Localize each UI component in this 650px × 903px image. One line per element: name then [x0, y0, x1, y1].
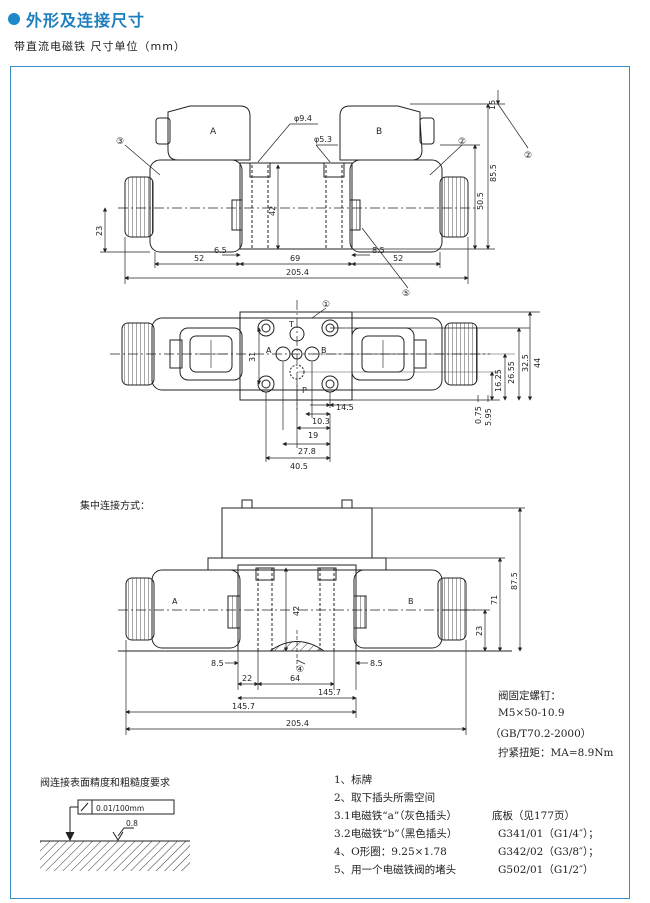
dim-phi5-3: φ5.3: [314, 135, 332, 144]
dim-phi9-4: φ9.4: [294, 114, 312, 123]
knurl-right: [439, 176, 469, 238]
top-view: A B ③ ② ② ⑤ φ9.4 φ5.3 52 69 52 205.4 6.5…: [95, 90, 532, 299]
central-connection-label: 集中连接方式：: [80, 499, 150, 512]
port-t-label: T: [288, 320, 294, 329]
dim-23: 23: [95, 226, 104, 236]
port-p-label: P: [302, 386, 307, 395]
dim-52-right: 52: [393, 254, 403, 263]
roughness-value: 0.8: [126, 819, 138, 828]
dim-central-205-4: 205.4: [286, 719, 309, 728]
legend-item-3-2: 3.2电磁铁“b”（黑色插头）: [334, 828, 458, 840]
port-a-label: A: [266, 346, 272, 355]
bolt-standard: （GB/T70.2-2000）: [490, 728, 592, 740]
dim-5-95: 5.95: [484, 408, 493, 426]
section-header: 外形及连接尺寸: [8, 6, 145, 32]
legend-item-5: 5、用一个电磁铁阀的堵头: [334, 864, 457, 876]
bullet-icon: [8, 13, 20, 25]
legend-item-2: 2、取下插头所需空间: [334, 792, 436, 804]
knurl-left: [124, 176, 154, 238]
page-subtitle: 带直流电磁铁 尺寸单位（mm）: [14, 40, 186, 53]
flatness-value: 0.01/100mm: [96, 804, 144, 813]
callout-2: ②: [524, 151, 532, 161]
callout-5: ⑤: [402, 289, 410, 299]
dim-87-5: 87.5: [510, 572, 519, 590]
bolt-spec: M5×50-10.9: [498, 707, 565, 719]
page-title: 外形及连接尺寸: [26, 11, 146, 30]
dim-42: 42: [268, 206, 277, 216]
solenoid-body-left: [149, 159, 243, 253]
dim-10-3: 10.3: [312, 417, 330, 426]
dim-central-8-5-right: 8.5: [370, 659, 383, 668]
subplate-2: G342/02（G3/8″）；: [498, 846, 599, 858]
bolt-title: 阀固定螺钉：: [498, 690, 561, 702]
dim-31: 31: [248, 352, 257, 362]
dim-central-42: 42: [292, 606, 301, 616]
dim-205-4: 205.4: [286, 268, 309, 277]
dim-26-55: 26.55: [507, 361, 516, 384]
dim-0-75: 0.75: [474, 406, 483, 424]
dim-14-5: 14.5: [336, 403, 354, 412]
dim-50-5: 50.5: [476, 192, 485, 210]
central-view: 集中连接方式： A B ④ 42 87.5 71 23 8.5 8.5 22 6…: [80, 499, 525, 735]
subplate-1: G341/01（G1/4″）；: [498, 828, 599, 840]
dim-85-5: 85.5: [489, 164, 498, 182]
subplate-3: G502/01（G1/2″）: [498, 864, 594, 876]
solenoid-a-label: A: [210, 127, 217, 137]
dim-22: 22: [242, 674, 252, 683]
port-b-label: B: [321, 346, 327, 355]
dim-64: 64: [290, 674, 300, 683]
central-solenoid-a: A: [172, 597, 178, 606]
central-solenoid-b: B: [408, 597, 414, 606]
dim-central-23: 23: [475, 626, 484, 636]
valve-body: [239, 162, 353, 250]
dim-15: 15: [488, 100, 497, 110]
dim-71: 71: [490, 595, 499, 605]
dim-16-25: 16.25: [494, 369, 503, 392]
dim-6-5: 6.5: [214, 246, 227, 255]
dim-8-5: 8.5: [372, 246, 385, 255]
surface-requirement: 0.01/100mm 0.8: [40, 799, 190, 871]
dim-19: 19: [308, 431, 318, 440]
mounting-face: [239, 311, 353, 401]
dim-central-8-5-left: 8.5: [211, 659, 224, 668]
callout-3: ③: [116, 137, 124, 147]
drawing-frame: [10, 66, 630, 899]
callout-2-right: ②: [458, 137, 466, 147]
solenoid-body-right: [349, 159, 443, 253]
callout-4: ④: [296, 665, 304, 675]
plug-a: [167, 105, 251, 161]
bolt-torque: 拧紧扭矩：MA=8.9Nm: [498, 747, 614, 759]
legend-item-1: 1、标牌: [334, 774, 373, 786]
dim-69: 69: [290, 254, 300, 263]
solenoid-b-label: B: [376, 127, 382, 137]
dim-40-5: 40.5: [290, 462, 308, 471]
dim-145-7-a: 145.7: [318, 688, 341, 697]
dim-27-8: 27.8: [298, 447, 316, 456]
legend-item-3-1: 3.1电磁铁“a”（灰色插头）: [334, 810, 457, 822]
surface-title: 阀连接表面精度和粗糙度要求: [40, 778, 170, 789]
plug-b: [339, 105, 423, 161]
dim-44: 44: [533, 358, 542, 368]
dim-145-7-b: 145.7: [232, 702, 255, 711]
callout-1: ①: [322, 300, 330, 310]
legend-item-4: 4、O形圈：9.25×1.78: [334, 846, 447, 858]
plan-view: ① T A B P 31 14.5 10.3 19 27.8 40.5 44 3…: [110, 300, 542, 471]
subplate-title: 底板（见177页）: [492, 810, 576, 822]
dim-32-5: 32.5: [521, 354, 530, 372]
dim-52-left: 52: [194, 254, 204, 263]
